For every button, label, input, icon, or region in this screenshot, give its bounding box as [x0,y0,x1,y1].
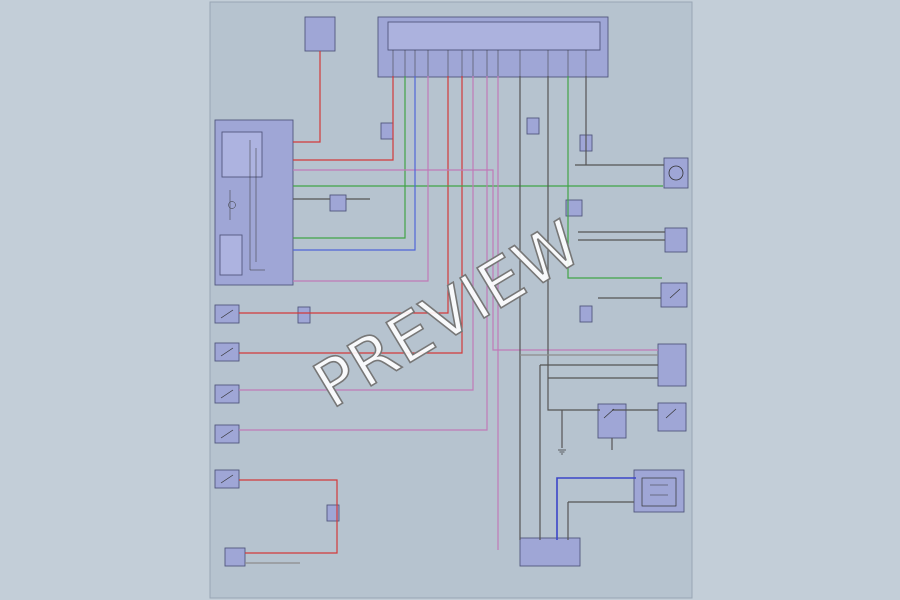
splice-block-7 [326,504,340,522]
control-module-inner [221,131,263,178]
wire-black-2 [547,76,600,411]
wire-blue-1 [293,76,416,251]
diagram-sheet [209,1,693,599]
component-right-6 [657,402,687,432]
splice-block-1 [380,122,394,140]
module-bottom [519,537,581,567]
splice-block-5 [579,305,593,323]
wire-pink-1 [293,76,429,282]
fuse-box-pins [392,50,587,76]
fuse-block-small [304,16,336,52]
switch-symbols [220,288,681,484]
wire-red-3 [239,76,463,354]
component-right-5 [597,403,627,439]
connector-bottom-left [224,547,246,567]
component-right-7-inner [641,477,677,507]
control-module-inner-lower [219,234,243,276]
splice-block-6 [297,306,311,324]
module-internal [228,140,668,496]
wire-red-1 [293,51,321,143]
component-right-2 [664,227,688,253]
wire-green-3 [567,76,662,279]
fuse-box-inner [387,21,601,51]
wire-pink-5 [293,169,658,351]
component-right-3 [660,282,688,308]
connector-center [329,194,347,212]
wire-red-5 [239,479,338,554]
splice-block-2 [526,117,540,135]
component-right-1-symbol [668,165,684,181]
wire-red-2 [293,76,394,161]
wire-blue-2 [556,477,636,540]
wire-red-4 [239,76,449,314]
ground-symbol [558,449,566,455]
component-right-4 [657,343,687,387]
wire-green-2 [293,76,406,239]
component-right-1 [663,157,689,189]
wire-pink-2 [239,76,474,391]
wires [239,51,665,564]
wire-pink-3 [239,76,488,431]
splice-block-4 [565,199,583,217]
